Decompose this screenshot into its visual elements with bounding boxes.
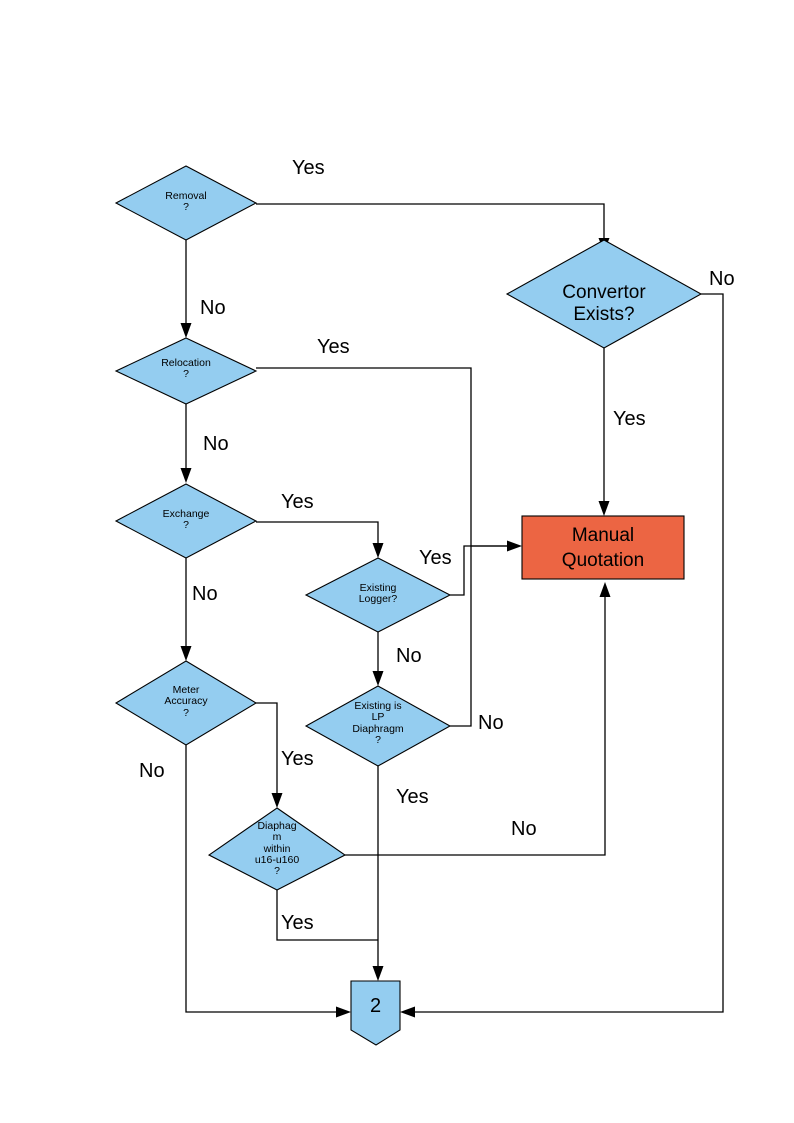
- node-diaphragm-range[interactable]: [207, 807, 347, 891]
- edge-meter-accuracy-no: [185, 745, 351, 1018]
- edge-removal-no: [180, 240, 192, 338]
- edge-relocation-no: [180, 404, 192, 483]
- node-convertor-exists[interactable]: [505, 239, 703, 349]
- node-manual-quotation[interactable]: [521, 515, 685, 580]
- node-off-page-connector-2[interactable]: [350, 980, 401, 1046]
- node-exchange[interactable]: [114, 483, 258, 559]
- edge-existing-logger-yes: [450, 540, 522, 596]
- node-removal[interactable]: [114, 165, 258, 241]
- node-relocation[interactable]: [114, 337, 258, 405]
- node-existing-lp-diaphragm[interactable]: [304, 685, 452, 767]
- edge-existing-logger-no: [372, 632, 384, 686]
- edge-existing-lp-yes: [372, 766, 384, 981]
- edge-diaphragm-range-no: [345, 582, 611, 856]
- edge-removal-yes: [256, 203, 610, 252]
- node-existing-logger[interactable]: [304, 557, 452, 633]
- edge-meter-accuracy-yes: [256, 702, 283, 808]
- edge-convertor-no: [400, 293, 724, 1018]
- node-meter-accuracy[interactable]: [114, 660, 258, 746]
- edge-diaphragm-range-yes: [276, 890, 378, 941]
- edge-convertor-yes: [598, 348, 610, 516]
- edge-exchange-yes: [256, 521, 384, 558]
- edge-exchange-no: [180, 558, 192, 661]
- edge-existing-lp-no: [450, 545, 509, 727]
- edge-relocation-yes: [256, 367, 472, 546]
